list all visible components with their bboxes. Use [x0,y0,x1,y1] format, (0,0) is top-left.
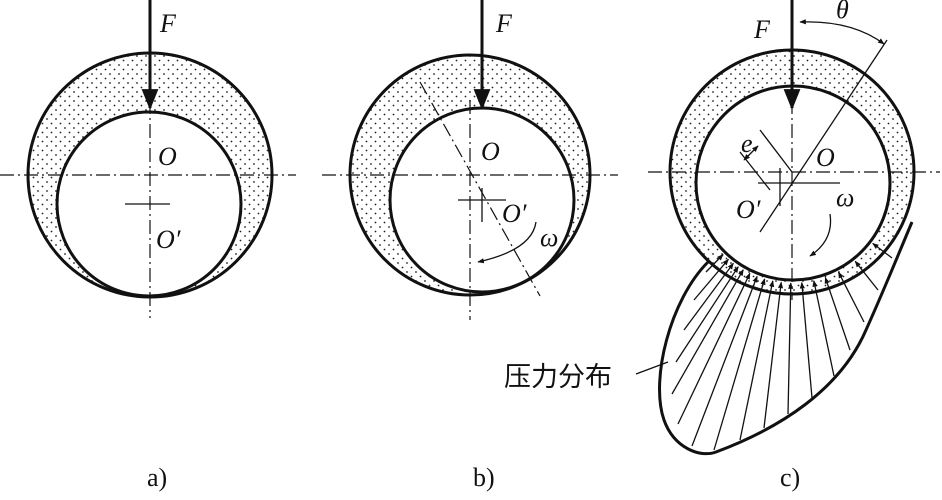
oil-film-a [28,53,272,297]
theta-line-c [759,39,888,233]
force-label-b: F [495,9,513,38]
journal-label-a: O′ [156,225,181,254]
pressure-arrow [691,275,758,447]
pressure-arrow [812,280,835,377]
pressure-arrow [872,242,893,259]
pressure-arrow [854,260,879,291]
pressure-arrow [671,269,744,395]
omega-label-c: ω [836,183,854,212]
pressure-arrow [713,278,766,451]
pressure-arrow [683,262,734,331]
offset-line-b [419,81,541,297]
pressure-arrow [677,272,751,425]
pressure-arrow [739,280,775,441]
journal-a [55,110,243,298]
rotation-arrow-b [477,221,537,264]
ecc-ext-1 [759,129,793,173]
caption-b: b) [473,463,495,492]
pressure-arrow [693,258,729,301]
force-label-a: F [159,9,177,38]
journal-label-c: O′ [736,195,761,224]
rotation-arrow-c [809,213,832,257]
panel-a: F O O′ a) [0,0,296,492]
pressure-arrow [787,282,794,415]
ecc-dim-c [743,145,759,161]
theta-label-c: θ [836,0,849,24]
theta-arc-c [799,19,885,45]
caption-a: a) [147,463,167,492]
oil-film-b [350,55,590,295]
force-label-c: F [753,15,771,44]
pressure-arrow [837,271,865,323]
pressure-arrow [675,266,739,363]
omega-label-b: ω [540,223,558,252]
pressure-leader-c [635,361,669,375]
pressure-arrow [763,281,784,429]
pressure-arrows-c [671,242,893,451]
ecc-label-c: e [741,129,753,158]
center-label-c: O [816,143,835,172]
pressure-arrow [824,276,851,351]
pressure-label-c: 压力分布 [504,362,612,393]
pressure-arrow [799,281,813,399]
panel-c: e F θ O O′ ω 压力分布 c) [504,0,940,492]
pressure-arrow [705,254,724,273]
panel-b: F O O′ ω b) [322,0,618,492]
pressure-envelope-c [658,221,914,456]
center-label-a: O [158,142,177,171]
journal-label-b: O′ [502,199,527,228]
caption-c: c) [780,463,800,492]
center-label-b: O [481,137,500,166]
